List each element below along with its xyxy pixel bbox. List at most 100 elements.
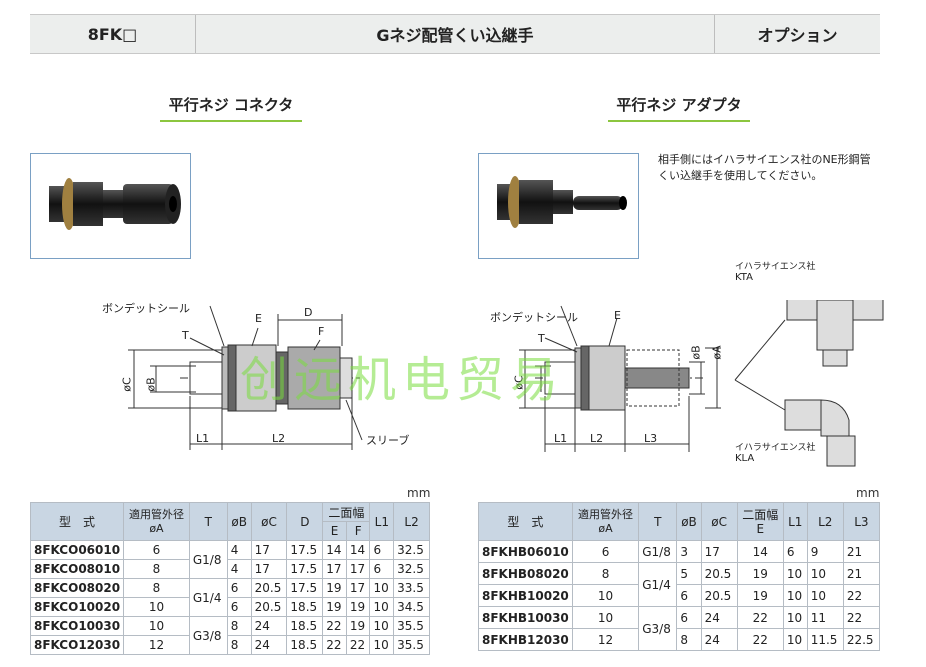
cell-T: G1/8 — [638, 540, 678, 563]
cell-phiC: 20.5 — [700, 562, 738, 585]
cell-E: 19 — [322, 597, 347, 617]
cell-phiB: 5 — [676, 562, 702, 585]
kta-maker-label: イハラサイエンス社 — [735, 262, 816, 272]
right-unit: mm — [856, 486, 880, 500]
cell-L2: 32.5 — [393, 559, 430, 579]
cell-model: 8FKHB06010 — [478, 540, 573, 563]
cell-phiC: 20.5 — [250, 597, 288, 617]
cell-E: 22 — [736, 628, 784, 651]
cell-phiC: 24 — [700, 606, 738, 629]
th-phiA: 適用管外径 øA — [571, 502, 640, 541]
table-row: 8FKCO12030 12 8 24 18.5 22 22 10 35.5 — [29, 635, 430, 655]
th-L1: L1 — [782, 502, 808, 541]
cell-model: 8FKCO08010 — [29, 559, 125, 579]
cell-L1: 10 — [369, 616, 395, 636]
cell-phiA: 8 — [571, 562, 640, 585]
cell-phiC: 17 — [250, 559, 288, 579]
th-T: T — [188, 502, 228, 541]
cell-L2: 35.5 — [393, 616, 430, 636]
table-row: 8FKCO06010 6 G1/8 4 17 17.5 14 14 6 32.5 — [29, 540, 430, 579]
cell-E: 14 — [322, 540, 347, 560]
th-L3: L3 — [842, 502, 881, 541]
cell-phiB: 8 — [226, 616, 252, 636]
cell-D: 18.5 — [286, 635, 324, 655]
cell-L2: 35.5 — [393, 635, 430, 655]
header-model: 8FK□ — [30, 15, 196, 53]
th-model: 型 式 — [478, 502, 573, 541]
cell-D: 17.5 — [286, 540, 324, 560]
table-row: 8FKHB10020 10 6 20.5 19 10 10 22 — [478, 584, 881, 607]
cell-E: 19 — [736, 584, 784, 607]
cell-phiC: 17 — [700, 540, 738, 563]
left-phiC-label: øC — [120, 377, 134, 392]
left-sleeve-label: スリーブ — [366, 434, 410, 447]
table-row: 8FKHB12030 12 8 24 22 10 11.5 22.5 — [478, 628, 881, 651]
cell-F: 19 — [345, 597, 371, 617]
cell-model: 8FKHB10020 — [478, 584, 573, 607]
cell-L1: 6 — [369, 540, 395, 560]
cell-F: 19 — [345, 616, 371, 636]
left-phiB-label: øB — [144, 377, 158, 392]
th-L2: L2 — [806, 502, 844, 541]
cell-model: 8FKCO06010 — [29, 540, 125, 560]
adapter-note: 相手側にはイハラサイエンス社のNE形鋼管 くい込継手を使用してください。 — [658, 152, 871, 184]
th-phiB: øB — [226, 502, 252, 541]
cell-phiC: 20.5 — [250, 578, 288, 598]
th-E: E — [322, 521, 347, 541]
cell-phiB: 8 — [676, 628, 702, 651]
left-L2-label: L2 — [272, 432, 286, 445]
th-phiB: øB — [676, 502, 702, 541]
cell-L2: 11 — [806, 606, 844, 629]
left-L1-label: L1 — [196, 432, 210, 445]
adapter-spec-table: 型 式 適用管外径 øA T øB øC 二面幅 E L1 L2 L3 8FKH… — [478, 502, 881, 651]
cell-phiB: 6 — [676, 584, 702, 607]
cell-E: 14 — [736, 540, 784, 563]
cell-model: 8FKHB08020 — [478, 562, 573, 585]
table-row: 8FKCO10030 10 G3/8 8 24 18.5 22 19 10 35… — [29, 616, 430, 655]
header-title: Gネジ配管くい込継手 — [196, 15, 715, 53]
cell-L1: 6 — [782, 540, 808, 563]
cell-model: 8FKCO10030 — [29, 616, 125, 636]
table-row: 8FKCO08020 8 G1/4 6 20.5 17.5 19 17 10 3… — [29, 578, 430, 617]
cell-phiA: 8 — [123, 578, 190, 598]
cell-L1: 10 — [369, 578, 395, 598]
cell-L3: 22 — [842, 584, 881, 607]
kla-label: KLA — [735, 453, 755, 464]
th-width-across-E: 二面幅 E — [736, 502, 784, 541]
left-T-label: T — [182, 329, 189, 342]
cell-phiA: 12 — [571, 628, 640, 651]
cell-model: 8FKHB12030 — [478, 628, 573, 651]
cell-L1: 6 — [369, 559, 395, 579]
cell-E: 17 — [322, 559, 347, 579]
watermark: 创远机电贸易 — [240, 352, 565, 408]
right-E-label: E — [614, 309, 621, 322]
cell-phiC: 17 — [250, 540, 288, 560]
right-phiB-label: øB — [689, 345, 703, 360]
cell-L1: 10 — [369, 597, 395, 617]
table-row: 8FKCO08010 8 4 17 17.5 17 17 6 32.5 — [29, 559, 430, 579]
cell-model: 8FKCO10020 — [29, 597, 125, 617]
table-row: 8FKHB06010 6 G1/8 3 17 14 6 9 21 — [478, 540, 881, 563]
cell-D: 18.5 — [286, 597, 324, 617]
right-T-label: T — [538, 332, 545, 345]
table-row: 8FKHB08020 8 G1/4 5 20.5 19 10 10 21 — [478, 562, 881, 607]
th-phiC: øC — [250, 502, 288, 541]
th-F: F — [345, 521, 371, 541]
cell-F: 14 — [345, 540, 371, 560]
cell-phiA: 6 — [571, 540, 640, 563]
left-section-title: 平行ネジ コネクタ — [160, 94, 302, 122]
cell-T: G1/8 — [188, 540, 228, 579]
th-D: D — [286, 502, 324, 541]
cell-F: 22 — [345, 635, 371, 655]
cell-phiB: 6 — [226, 597, 252, 617]
cell-phiC: 24 — [700, 628, 738, 651]
cell-D: 17.5 — [286, 578, 324, 598]
left-E-label: E — [255, 312, 262, 325]
left-D-label: D — [304, 306, 313, 319]
cell-phiA: 8 — [123, 559, 190, 579]
cell-L2: 34.5 — [393, 597, 430, 617]
cell-L2: 9 — [806, 540, 844, 563]
cell-model: 8FKCO08020 — [29, 578, 125, 598]
cell-phiC: 24 — [250, 616, 288, 636]
th-L2: L2 — [393, 502, 430, 541]
